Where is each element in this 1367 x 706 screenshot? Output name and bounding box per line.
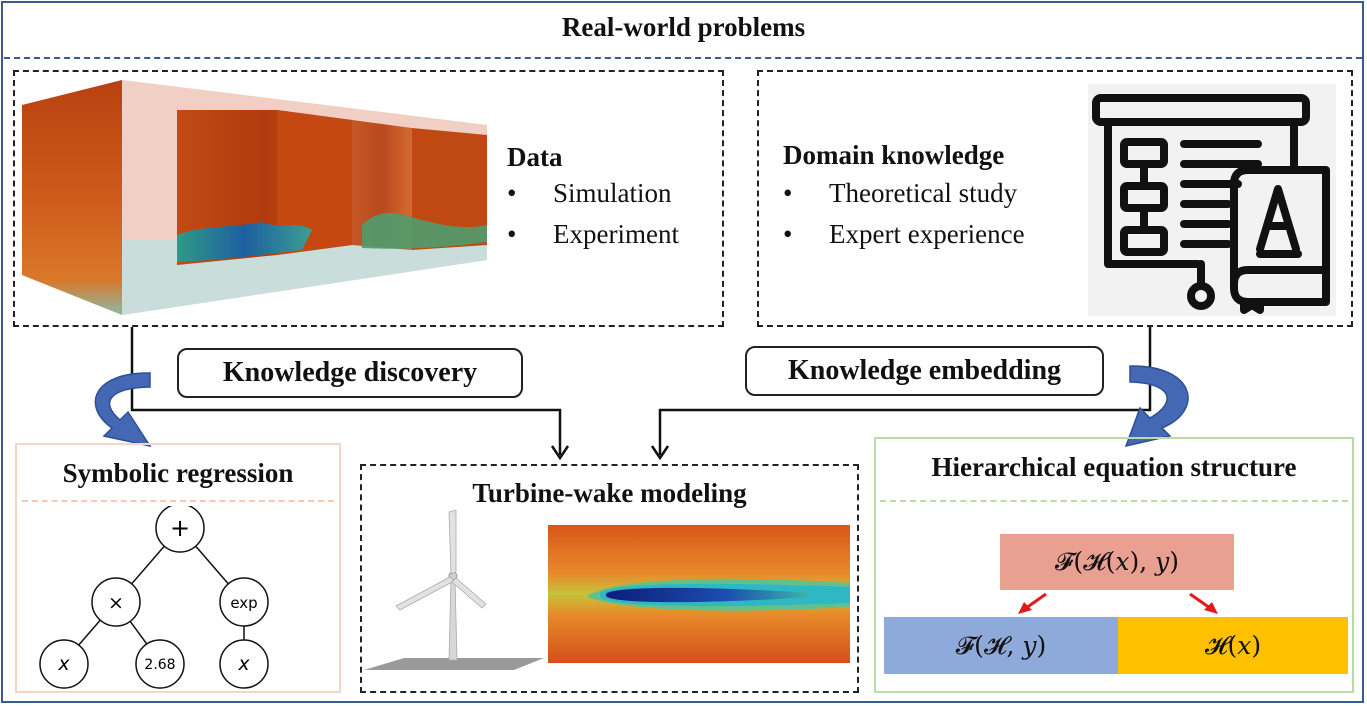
- title-divider: [4, 57, 1362, 59]
- symbolic-regression-panel: [15, 443, 341, 693]
- wake-contour-image: [548, 525, 850, 663]
- symbolic-regression-title: Symbolic regression: [62, 458, 294, 488]
- data-item-experiment: •Experiment: [507, 219, 679, 249]
- expression-tree: + × exp x 2.68 x: [39, 506, 269, 689]
- hierarchical-panel: [874, 437, 1354, 693]
- tree-node-constant: 2.68: [144, 657, 175, 673]
- tree-node-times: ×: [108, 592, 124, 614]
- flow-simulation-image: [22, 80, 487, 315]
- page-title: Real-world problems: [561, 12, 806, 42]
- data-item-simulation: •Simulation: [507, 178, 672, 208]
- curved-arrow-right: [1124, 365, 1189, 448]
- sr-divider: [22, 500, 334, 502]
- equation-left: 𝓕(𝓗, 𝑦): [884, 617, 1118, 674]
- domain-knowledge-heading: Domain knowledge: [783, 140, 1005, 170]
- curved-arrow-left: [94, 372, 152, 448]
- knowledge-item-expert: •Expert experience: [783, 219, 1025, 249]
- hierarchical-title: Hierarchical equation structure: [931, 452, 1297, 482]
- tree-node-plus: +: [170, 514, 190, 542]
- equation-right: 𝓗(𝑥): [1118, 617, 1348, 674]
- tree-node-x-right: x: [237, 653, 250, 675]
- equation-top: 𝓕(𝓗(𝑥), 𝑦): [1000, 534, 1234, 590]
- knowledge-discovery-label: Knowledge discovery: [177, 348, 523, 398]
- wind-turbine-icon: [364, 510, 544, 670]
- turbine-wake-title: Turbine-wake modeling: [472, 478, 747, 508]
- data-panel: [13, 70, 724, 327]
- data-heading: Data: [507, 142, 563, 172]
- tree-node-x-left: x: [57, 653, 70, 675]
- tree-node-exp: exp: [230, 594, 257, 612]
- domain-knowledge-panel: [757, 70, 1353, 327]
- knowledge-item-theoretical: •Theoretical study: [783, 178, 1018, 208]
- turbine-wake-panel: [360, 464, 859, 693]
- presentation-board-icon: [1088, 84, 1336, 316]
- hes-divider: [880, 500, 1348, 502]
- red-arrows: [1018, 592, 1218, 614]
- book-icon: [1230, 166, 1330, 314]
- knowledge-embedding-label: Knowledge embedding: [745, 346, 1104, 396]
